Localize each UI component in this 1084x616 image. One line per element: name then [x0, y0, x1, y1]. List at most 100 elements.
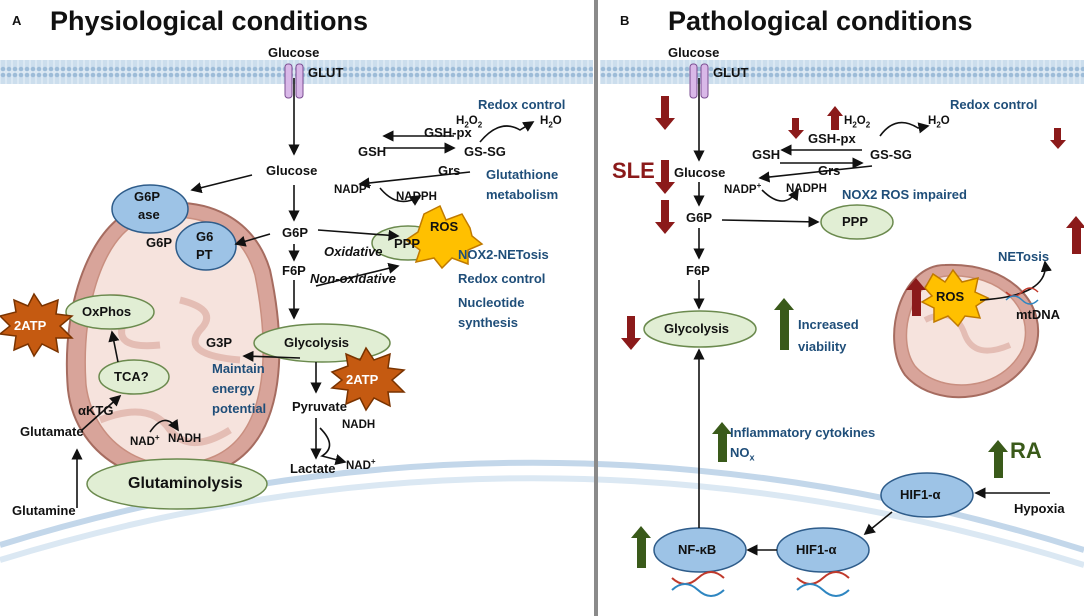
gsh-label-b: GSH — [752, 147, 781, 162]
oxidative-label: Oxidative — [324, 244, 383, 259]
non-oxidative-label: Non-oxidative — [310, 271, 396, 286]
oxphos-label: OxPhos — [82, 304, 132, 319]
panel-a-letter: A — [12, 13, 22, 28]
lactate-label: Lactate — [290, 461, 336, 476]
gs-sg-label-b: GS-SG — [870, 147, 912, 162]
glut-transporter-a-left — [284, 63, 293, 99]
nuclear-envelope-inner — [0, 475, 1084, 568]
dna-helix-nfkb — [671, 571, 725, 597]
glutaminolysis-ellipse — [86, 458, 268, 510]
tca-label: TCA? — [114, 369, 149, 384]
nadh-label-glutamate: NADH — [168, 433, 202, 445]
ppp-role-redox: Redox control — [458, 271, 546, 286]
cell-membrane-b — [600, 60, 1084, 84]
panel-a-title: Physiological conditions — [50, 6, 369, 36]
tca-ellipse — [98, 359, 170, 395]
g6pase-label-2: ase — [138, 207, 160, 222]
glutaminolysis-label: Glutaminolysis — [128, 475, 243, 492]
f6p-label-b: F6P — [686, 263, 710, 278]
netosis-label: NETosis — [998, 249, 1050, 264]
glucose-extracellular-a: Glucose — [268, 45, 320, 60]
potential-label: potential — [212, 401, 267, 416]
nad-label-glutamate: NAD+ — [130, 433, 160, 448]
ppp-role-synthesis: synthesis — [458, 315, 518, 330]
glut-transporter-a-right — [295, 63, 304, 99]
ros-burst-b — [920, 268, 990, 328]
ppp-role-netosis: NOX2-NETosis — [458, 247, 549, 262]
ppp-role-nucleotide: Nucleotide — [458, 295, 525, 310]
hif1a-label-bottom: HIF1-α — [796, 542, 837, 557]
panel-b-title: Pathological conditions — [668, 6, 973, 36]
glucose-cytosol-b: Glucose — [674, 165, 726, 180]
glut-transporter-b-right — [700, 63, 709, 99]
glutamate-label: Glutamate — [20, 424, 84, 439]
gsh-px-label-a: GSH-px — [424, 125, 472, 140]
pathway-arrows-a — [71, 78, 535, 508]
metabolism-label: metabolism — [486, 187, 559, 202]
grs-label-b: Grs — [818, 163, 841, 178]
glutathione-label: Glutathione — [486, 167, 559, 182]
atp-burst-glycolysis — [330, 346, 406, 412]
g3p-label: G3P — [206, 335, 233, 350]
atp-label-oxphos: 2ATP — [14, 318, 47, 333]
pyruvate-label: Pyruvate — [292, 399, 347, 414]
energy-label: energy — [212, 381, 255, 396]
akg-label: αKTG — [78, 403, 114, 418]
ros-burst-a — [404, 204, 484, 270]
glut-transporter-b-left — [689, 63, 698, 99]
cytokines-label: Inflammatory cytokines — [730, 425, 876, 440]
h2o2-label-b: H2O2 — [844, 115, 871, 130]
nadph-label-a: NADPH — [396, 191, 437, 203]
maintain-label: Maintain — [212, 361, 265, 376]
g6pt-label-1: G6 — [196, 229, 214, 244]
panel-b-letter: B — [620, 13, 630, 28]
gsh-px-label-b: GSH-px — [808, 131, 856, 146]
nadph-label-b: NADPH — [786, 183, 827, 195]
sle-label: SLE — [612, 158, 655, 183]
atp-label-glycolysis: 2ATP — [346, 372, 379, 387]
g6p-label-b: G6P — [686, 210, 713, 225]
ppp-label-b: PPP — [842, 214, 869, 229]
red-arrows — [621, 96, 1084, 350]
increased-label: Increased — [798, 317, 859, 332]
hif1a-ellipse-top — [880, 472, 974, 518]
ros-label-a: ROS — [430, 219, 459, 234]
hypoxia-label: Hypoxia — [1014, 501, 1065, 516]
glycolysis-label-a: Glycolysis — [284, 335, 350, 350]
glucose-extracellular-b: Glucose — [668, 45, 720, 60]
oxphos-ellipse — [65, 294, 155, 330]
nadp-label-a: NADP+ — [334, 181, 372, 196]
glycolysis-label-b: Glycolysis — [664, 321, 730, 336]
f6p-label-a: F6P — [282, 263, 306, 278]
ra-label: RA — [1010, 438, 1042, 463]
g6pase-label-1: G6P — [134, 189, 161, 204]
atp-burst-oxphos — [0, 292, 74, 358]
h2o2-label-a: H2O2 — [456, 115, 483, 130]
glycolysis-ellipse-b — [643, 310, 757, 348]
viability-label: viability — [798, 339, 847, 354]
g6pt-label-2: PT — [196, 247, 213, 262]
glut-label-a: GLUT — [308, 65, 344, 80]
redox-control-b: Redox control — [950, 97, 1038, 112]
gs-sg-label-a: GS-SG — [464, 144, 506, 159]
g6p-mito-label: G6P — [146, 235, 173, 250]
nadh-label-lactate: NADH — [342, 419, 376, 431]
nad-label-lactate: NAD+ — [346, 457, 376, 472]
ros-label-b: ROS — [936, 289, 965, 304]
nox-label: NOx — [730, 445, 755, 463]
h2o-label-b: H2O — [928, 115, 950, 130]
nadp-label-b: NADP+ — [724, 181, 762, 196]
green-arrows — [631, 298, 1008, 568]
dna-helix-hif1a — [796, 571, 850, 597]
nfkb-ellipse — [653, 527, 747, 573]
glut-label-b: GLUT — [713, 65, 749, 80]
gsh-label-a: GSH — [358, 144, 387, 159]
glutamine-label: Glutamine — [12, 503, 76, 518]
ppp-ellipse-b — [820, 204, 894, 240]
dna-helix-mtdna — [1005, 287, 1039, 305]
redox-control-a: Redox control — [478, 97, 566, 112]
h2o-label-a: H2O — [540, 115, 562, 130]
glucose-cytosol-a: Glucose — [266, 163, 318, 178]
